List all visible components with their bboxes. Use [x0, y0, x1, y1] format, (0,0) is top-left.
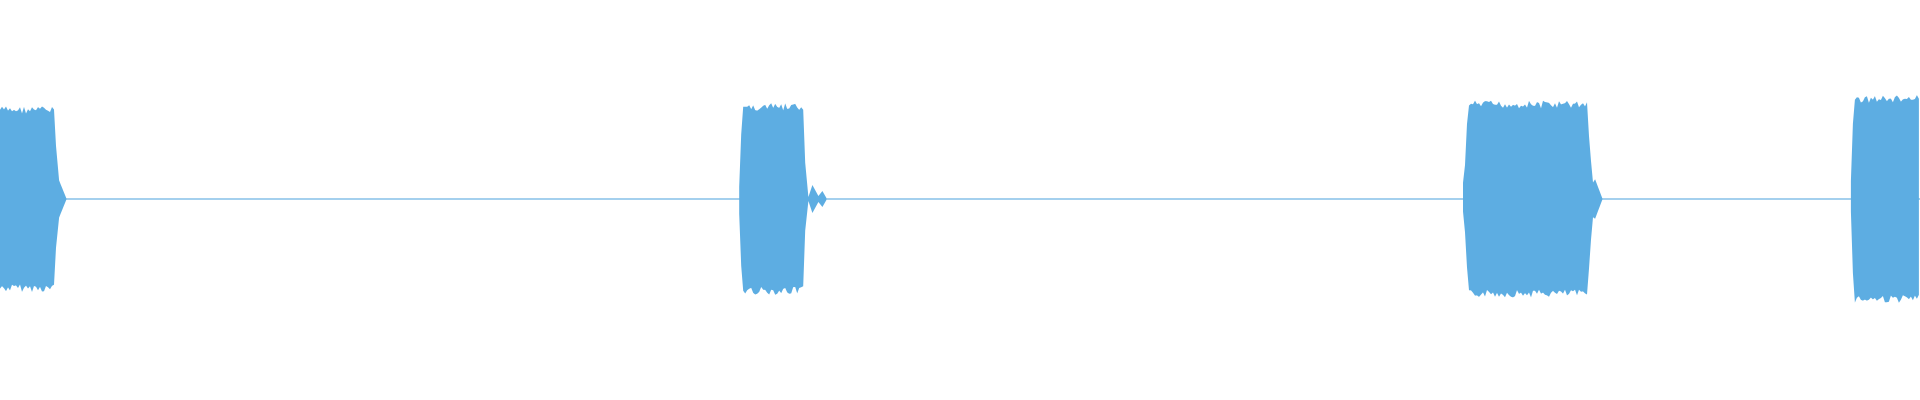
waveform-segment-1: [0, 106, 67, 292]
waveform-segment-4: [1850, 95, 1919, 303]
waveform-segment-3: [1463, 100, 1603, 298]
waveform-segments: [0, 95, 1919, 303]
waveform-segment-2: [739, 103, 827, 295]
